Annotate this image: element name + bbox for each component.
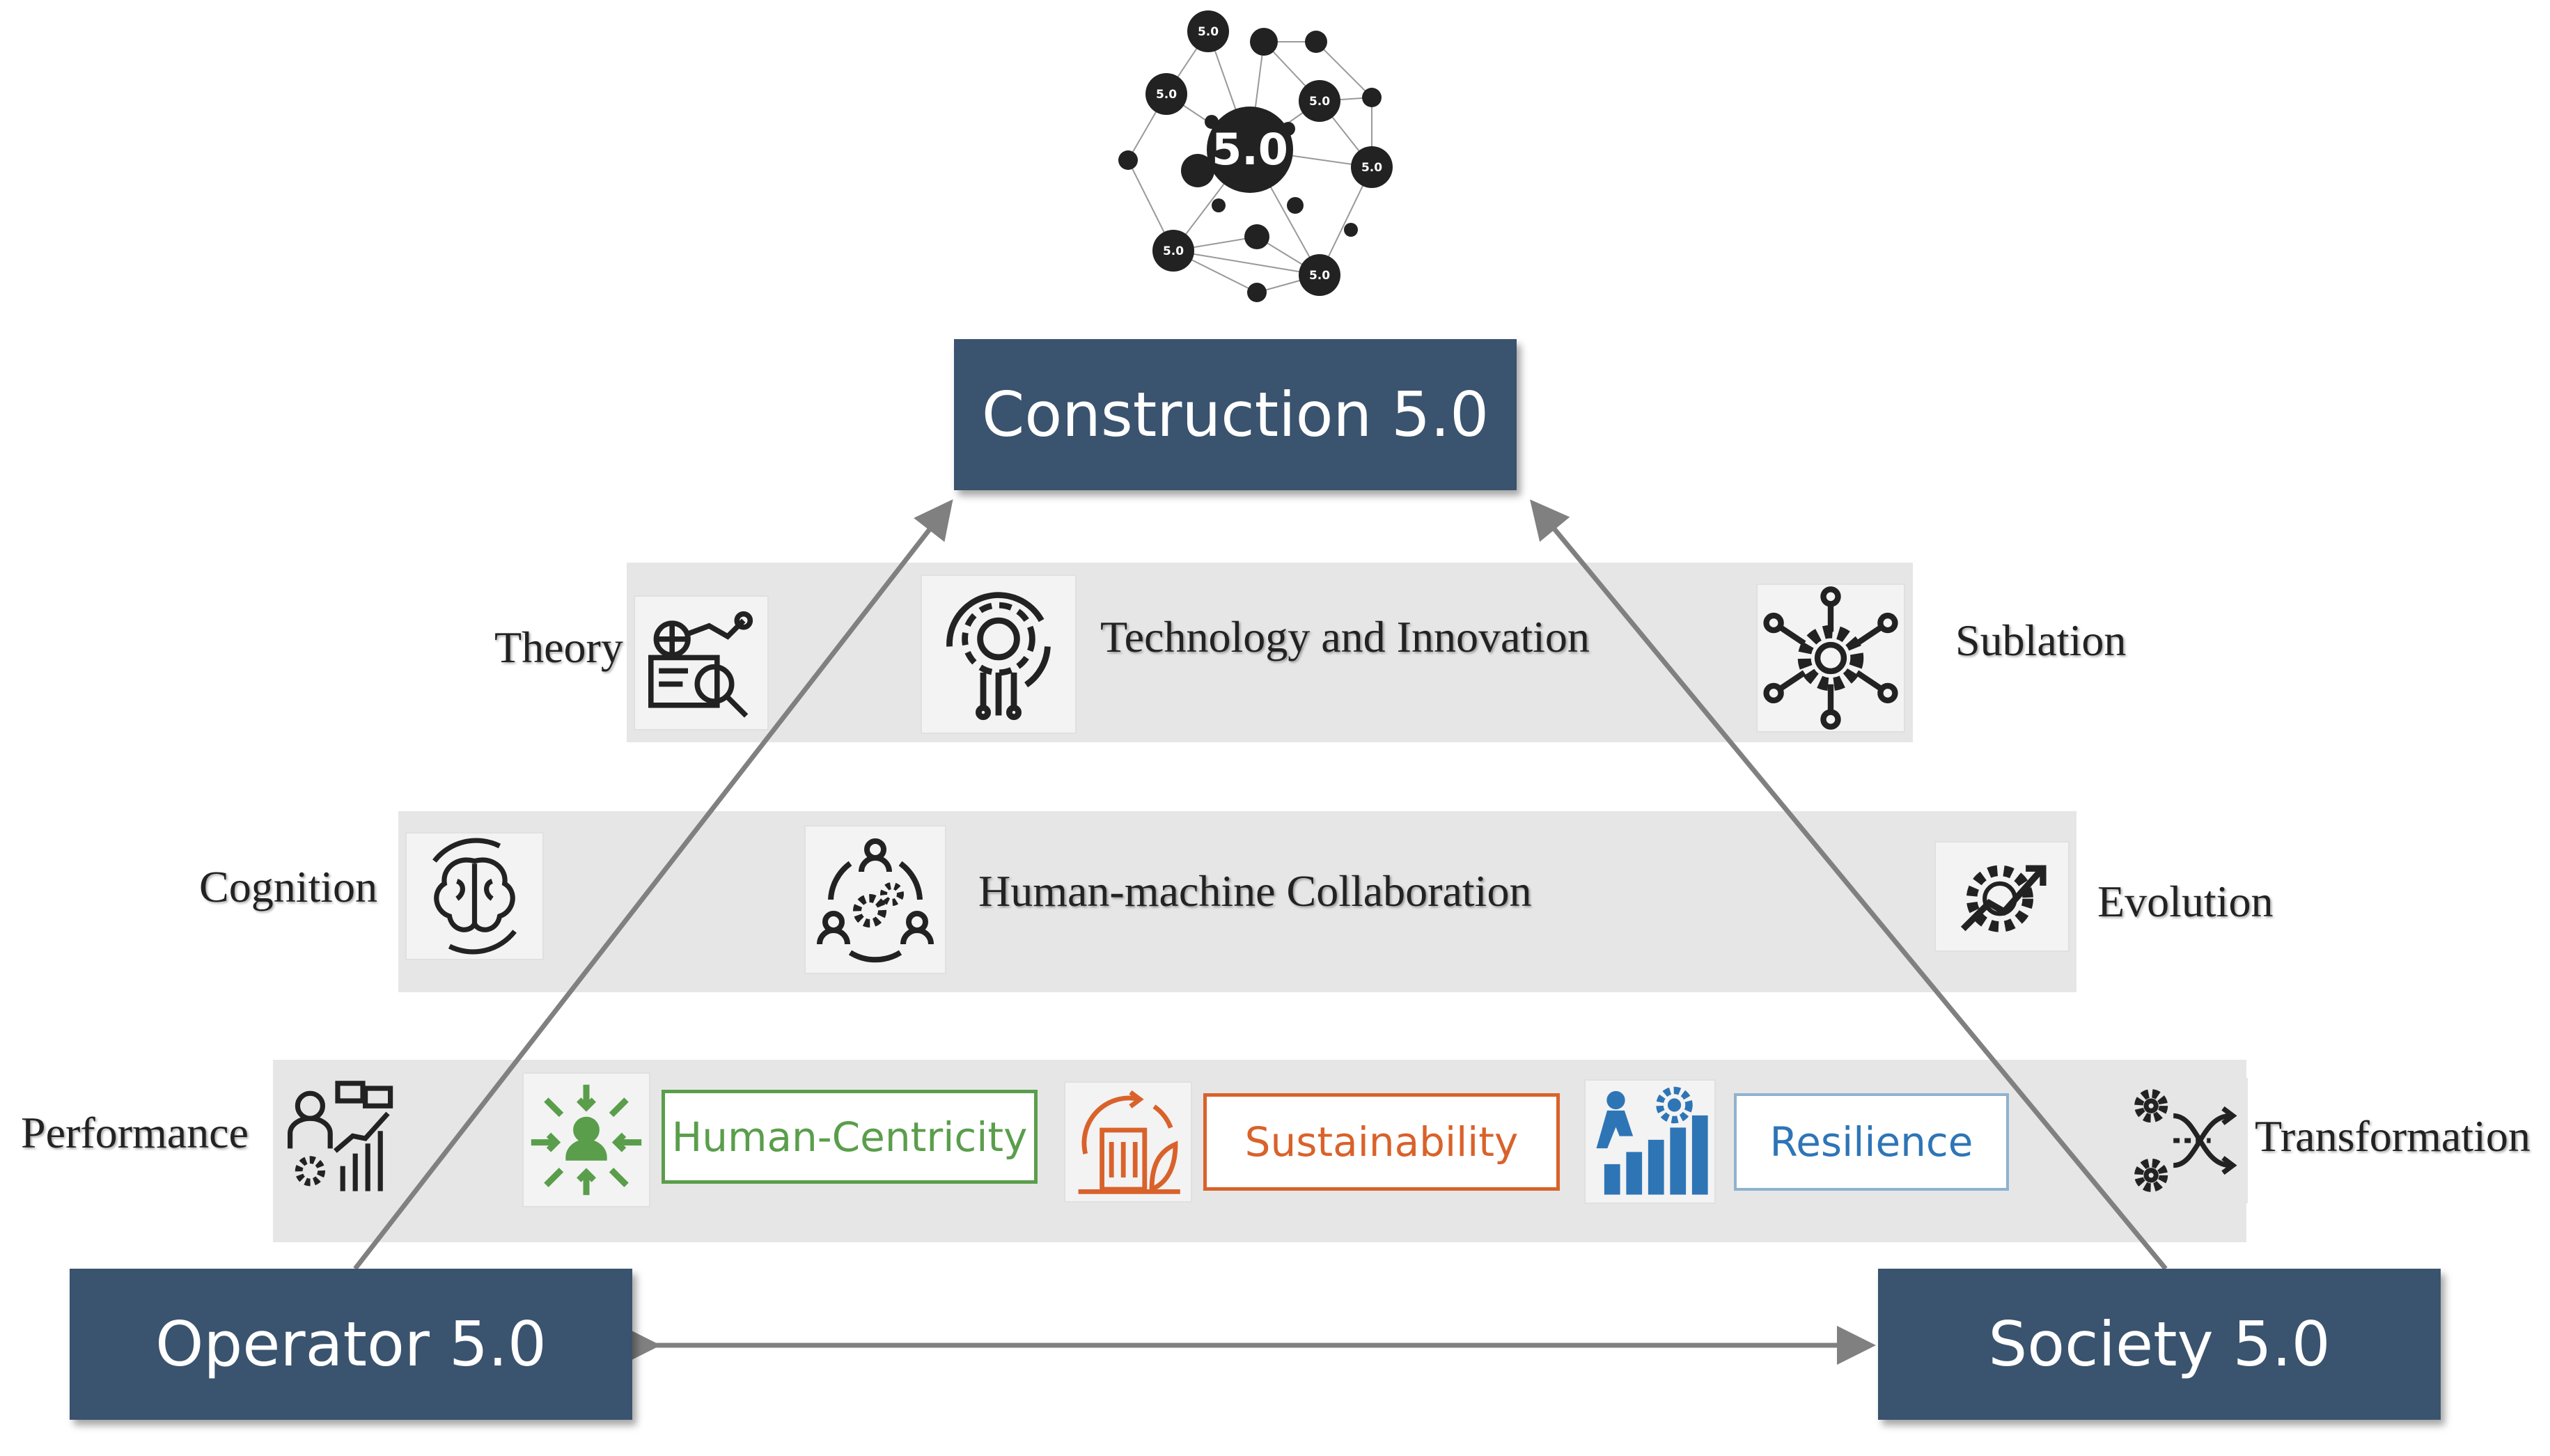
people-gears-icon <box>804 825 946 974</box>
sublation-label: Sublation <box>1955 616 2127 665</box>
society-5-0-label: Society 5.0 <box>1988 1308 2331 1380</box>
gear-circuit-icon <box>921 574 1077 734</box>
cognition-label: Cognition <box>199 862 378 911</box>
theory-label: Theory <box>494 623 623 672</box>
climb-growth-icon <box>1584 1079 1716 1204</box>
resilience-pill: Resilience <box>1734 1093 2009 1191</box>
gears-shuffle-icon <box>2124 1078 2248 1203</box>
svg-text:5.0: 5.0 <box>1198 25 1219 39</box>
technology-and-innovation-label: Technology and Innovation <box>1100 612 1590 662</box>
research-analytics-icon <box>634 595 769 730</box>
brain-cycle-icon <box>405 832 544 960</box>
band-level-1 <box>627 563 1913 742</box>
evolution-label: Evolution <box>2097 877 2274 926</box>
svg-text:5.0: 5.0 <box>1163 244 1184 258</box>
svg-text:5.0: 5.0 <box>1361 161 1382 175</box>
operator-5-0-node: Operator 5.0 <box>70 1269 632 1420</box>
performance-label: Performance <box>21 1108 249 1157</box>
person-focus-icon <box>522 1072 650 1207</box>
arrow-society-to-construction <box>1530 499 2168 1271</box>
human-machine-collaboration-label: Human-machine Collaboration <box>978 866 1532 916</box>
svg-text:5.0: 5.0 <box>1309 269 1330 283</box>
human-centricity-pill: Human-Centricity <box>662 1090 1038 1184</box>
worker-chart-icon <box>275 1072 400 1205</box>
human-centricity-label: Human-Centricity <box>671 1113 1028 1161</box>
arrow-operator-to-construction <box>353 499 953 1271</box>
sustainability-pill: Sustainability <box>1203 1093 1560 1191</box>
svg-text:5.0: 5.0 <box>1309 95 1330 109</box>
sustainability-label: Sustainability <box>1244 1118 1519 1166</box>
society-5-0-node: Society 5.0 <box>1878 1269 2441 1420</box>
band-level-2 <box>398 811 2076 992</box>
construction-5-0-label: Construction 5.0 <box>981 379 1489 451</box>
resilience-label: Resilience <box>1769 1118 1973 1166</box>
construction-5-0-node: Construction 5.0 <box>954 339 1517 490</box>
green-building-icon <box>1064 1081 1192 1203</box>
network-gear-icon <box>1756 584 1905 733</box>
svg-text:5.0: 5.0 <box>1212 124 1288 175</box>
operator-5-0-label: Operator 5.0 <box>155 1308 547 1380</box>
transformation-label: Transformation <box>2255 1111 2531 1161</box>
network-5-0-logo-icon: 5.0 5.0 5.0 5.0 5.0 5.0 5.0 <box>1118 10 1393 302</box>
svg-text:5.0: 5.0 <box>1156 88 1177 102</box>
gear-growth-icon <box>1934 841 2070 952</box>
